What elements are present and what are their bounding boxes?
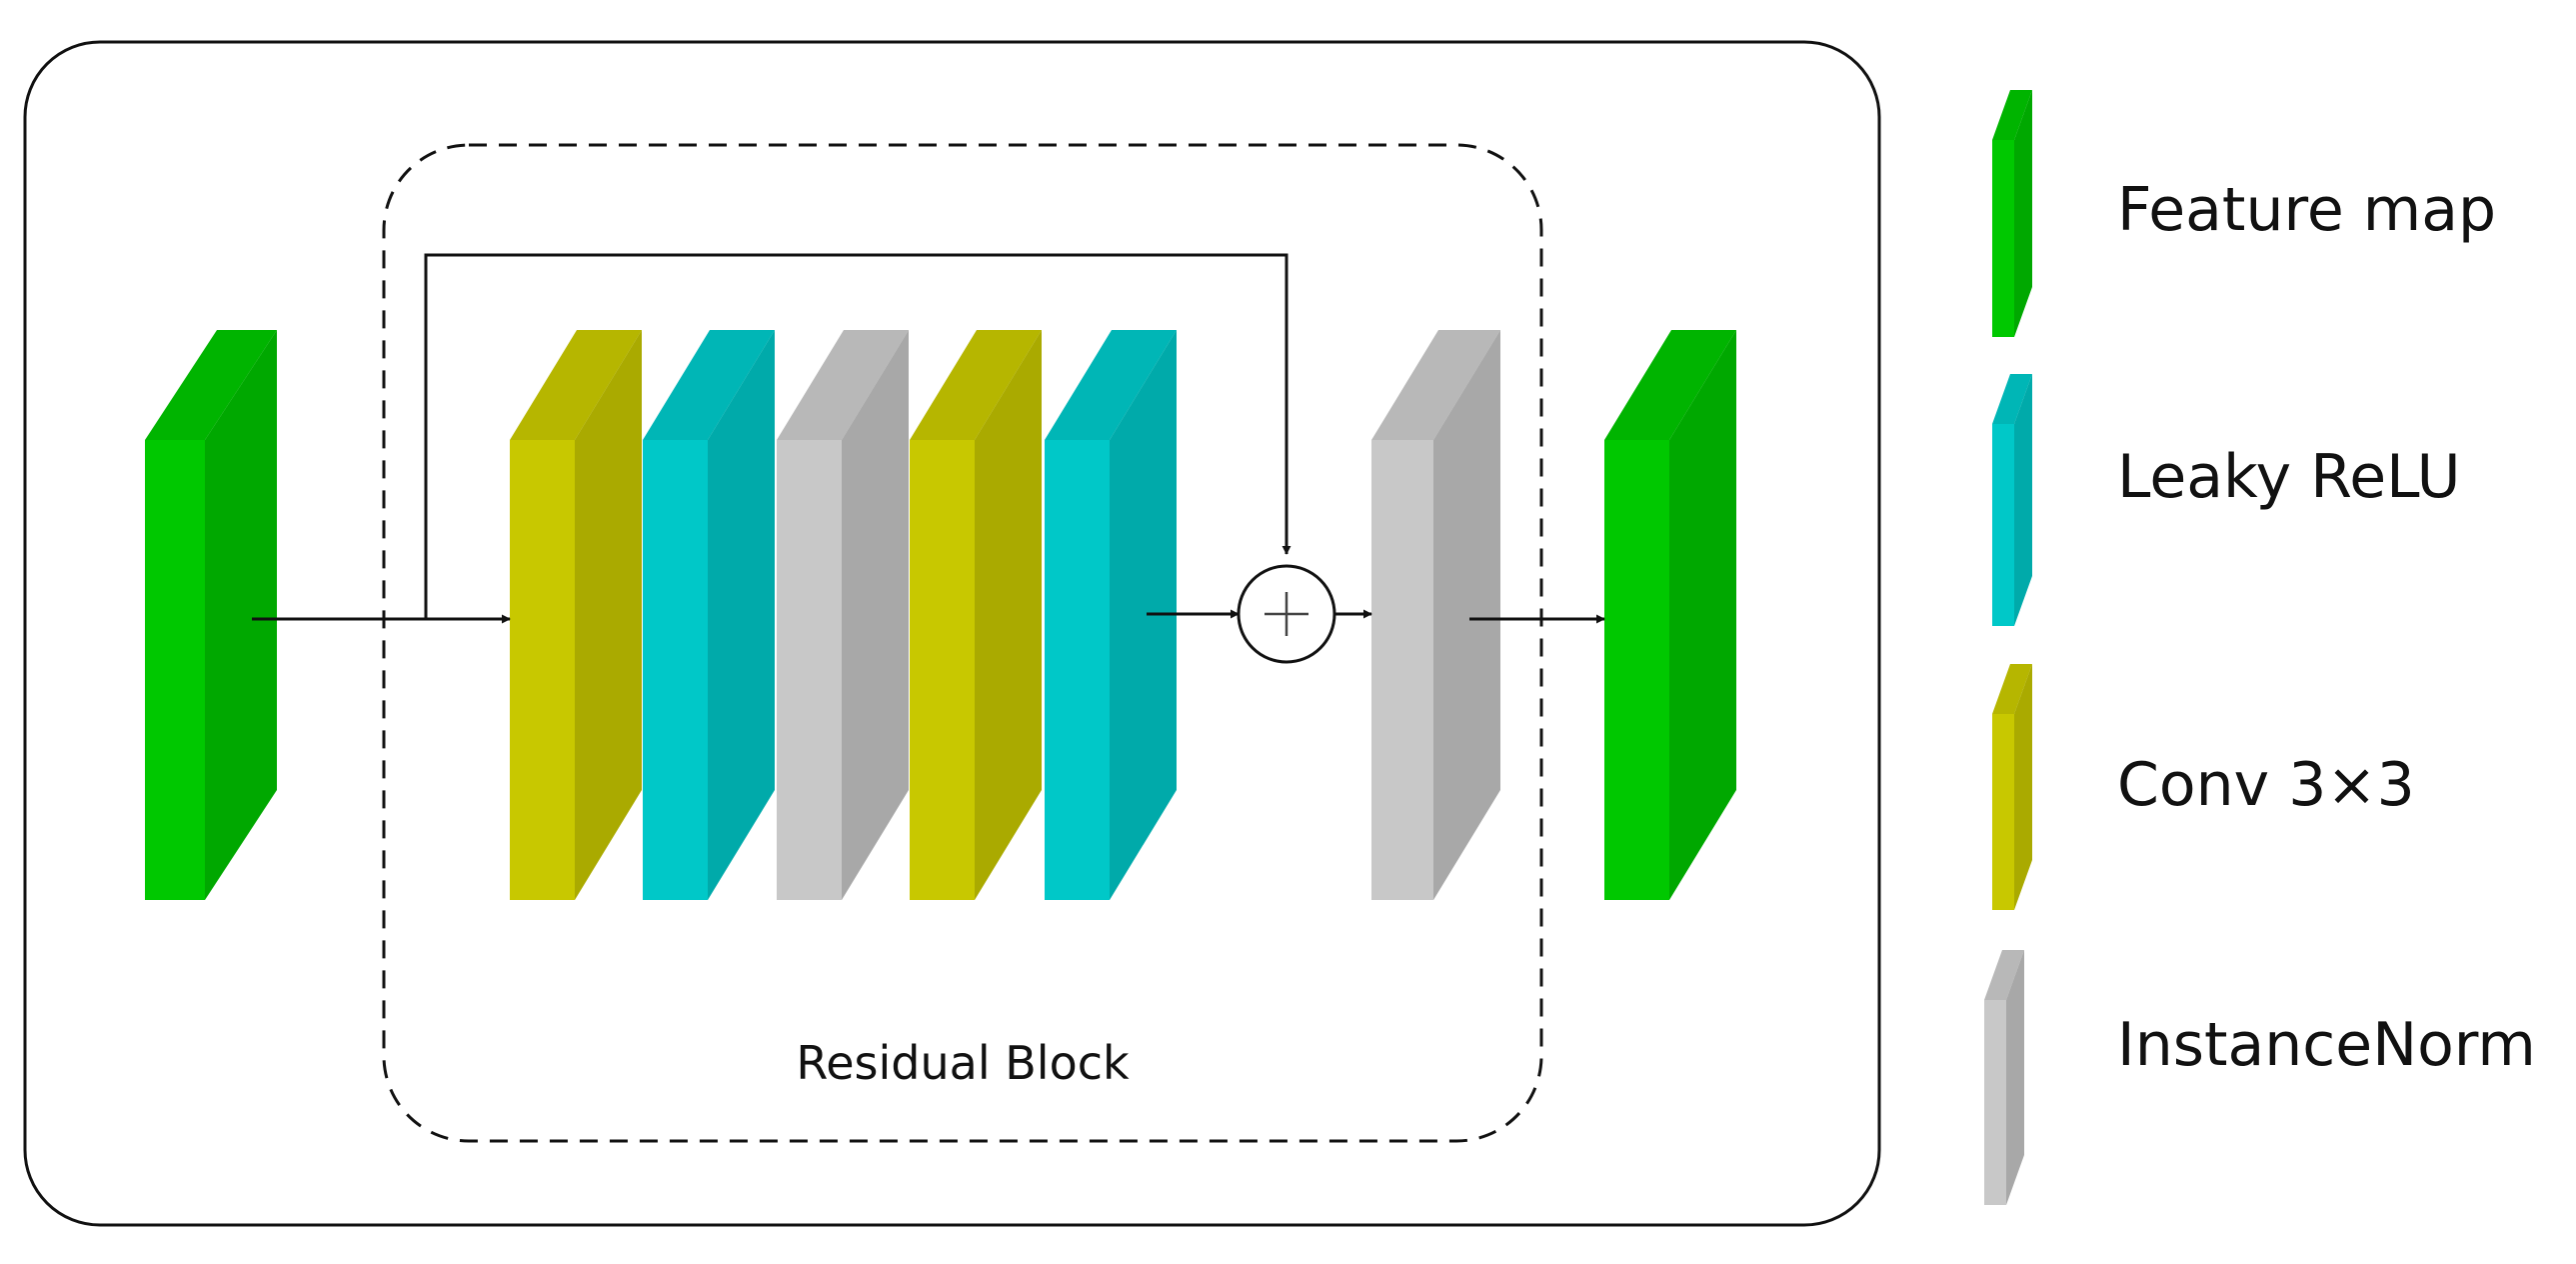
legend-label-feature-map: Feature map (2117, 175, 2496, 245)
legend-label-conv: Conv 3×3 (2117, 750, 2415, 820)
legend-swatch-feature-map (1992, 90, 2032, 337)
legend-item-instance-norm: InstanceNorm (1984, 950, 2536, 1205)
block-output (1604, 330, 1736, 900)
legend-label-instance-norm: InstanceNorm (2117, 1010, 2536, 1080)
legend-item-feature-map: Feature map (1992, 90, 2496, 337)
legend-item-conv: Conv 3×3 (1992, 664, 2415, 910)
layer-blocks (145, 330, 1736, 900)
outer-frame (23, 40, 1881, 1227)
legend-item-leaky-relu: Leaky ReLU (1992, 374, 2461, 626)
legend-swatch-conv (1992, 664, 2032, 910)
skip-connection-line (424, 253, 1291, 619)
residual-block-boundary (382, 143, 1543, 1143)
block-res-conv-1 (510, 330, 642, 900)
block-res-conv-2 (910, 330, 1042, 900)
circle-plus-icon (1237, 564, 1336, 664)
block-input (145, 330, 277, 900)
residual-block-label: Residual Block (796, 1036, 1130, 1090)
legend-swatch-instance-norm (1984, 950, 2024, 1205)
block-res-norm-1 (777, 330, 909, 900)
legend-swatch-leaky-relu (1992, 374, 2032, 626)
block-post-norm (1371, 330, 1500, 900)
block-res-relu-2 (1045, 330, 1177, 900)
connectors (252, 253, 1605, 624)
legend-label-leaky-relu: Leaky ReLU (2117, 442, 2461, 512)
block-res-relu-1 (643, 330, 775, 900)
